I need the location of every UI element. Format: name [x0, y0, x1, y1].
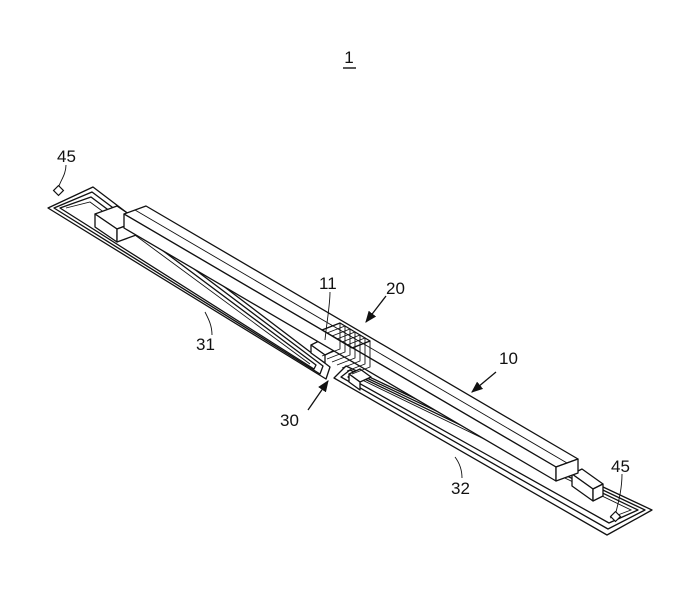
label-31: 31 [196, 335, 215, 354]
leader-45-left [58, 164, 67, 187]
arrow-30 [307, 380, 329, 411]
label-32: 32 [451, 479, 470, 498]
arrow-20 [365, 295, 387, 323]
leader-11 [324, 291, 331, 341]
leader-32 [454, 456, 463, 479]
label-45-right: 45 [611, 457, 630, 476]
terminal-pad-left [52, 184, 65, 197]
leader-31 [204, 311, 213, 336]
label-11: 11 [319, 274, 337, 293]
label-10: 10 [499, 349, 518, 368]
left-coil-31 [47, 186, 331, 380]
label-20: 20 [386, 279, 405, 298]
terminal-pad-right [609, 510, 622, 523]
leader-45-right [615, 473, 623, 513]
label-45-left: 45 [57, 147, 76, 166]
figure-number: 1 [344, 48, 353, 67]
label-30: 30 [280, 411, 299, 430]
right-end-block [571, 468, 604, 502]
right-coil-32 [333, 365, 653, 536]
arrow-10 [471, 371, 497, 393]
winding-20 [321, 322, 371, 375]
